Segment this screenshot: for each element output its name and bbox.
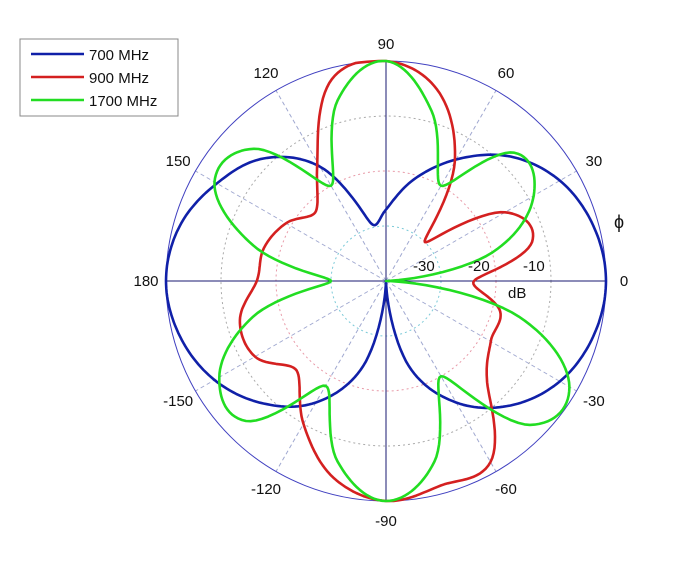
theta-tick-label: 60 xyxy=(498,65,515,82)
series-line-900-mhz xyxy=(238,59,535,503)
series-curves xyxy=(164,59,608,503)
theta-tick-label: 30 xyxy=(586,153,603,170)
theta-tick-label: 0 xyxy=(620,273,628,290)
grid-spoke xyxy=(195,280,387,392)
r-tick-label: -10 xyxy=(523,258,545,275)
legend-label-700: 700 MHz xyxy=(89,47,149,64)
theta-tick-label: -30 xyxy=(583,393,605,410)
r-label: dB xyxy=(508,285,526,302)
legend-label-900: 900 MHz xyxy=(89,70,149,87)
legend-label-1700: 1700 MHz xyxy=(89,93,157,110)
tick-labels: -30 -20 -10 0 30 60 90 120 150 180 -150 -120 -90 -60 -… xyxy=(133,36,628,530)
legend: 700 MHz 900 MHz 1700 MHz xyxy=(19,38,179,117)
theta-tick-label: 120 xyxy=(253,65,278,82)
grid-spoke xyxy=(385,280,497,472)
r-tick-label: -30 xyxy=(413,258,435,275)
theta-label: ϕ xyxy=(614,212,624,232)
theta-tick-label: -120 xyxy=(251,481,281,498)
theta-tick-label: -90 xyxy=(375,513,397,530)
grid-spoke xyxy=(385,170,577,282)
series-line-1700-mhz xyxy=(213,59,571,503)
theta-tick-label: 90 xyxy=(378,36,395,53)
grid-spoke xyxy=(195,170,387,282)
grid-spoke xyxy=(275,280,387,472)
r-tick-label: -20 xyxy=(468,258,490,275)
grid-spoke xyxy=(385,90,497,282)
theta-tick-label: 150 xyxy=(166,153,191,170)
grid-spoke xyxy=(385,280,577,392)
theta-tick-label: -60 xyxy=(495,481,517,498)
theta-tick-label: 180 xyxy=(133,273,158,290)
grid-spoke xyxy=(275,90,387,282)
theta-tick-label: -150 xyxy=(163,393,193,410)
